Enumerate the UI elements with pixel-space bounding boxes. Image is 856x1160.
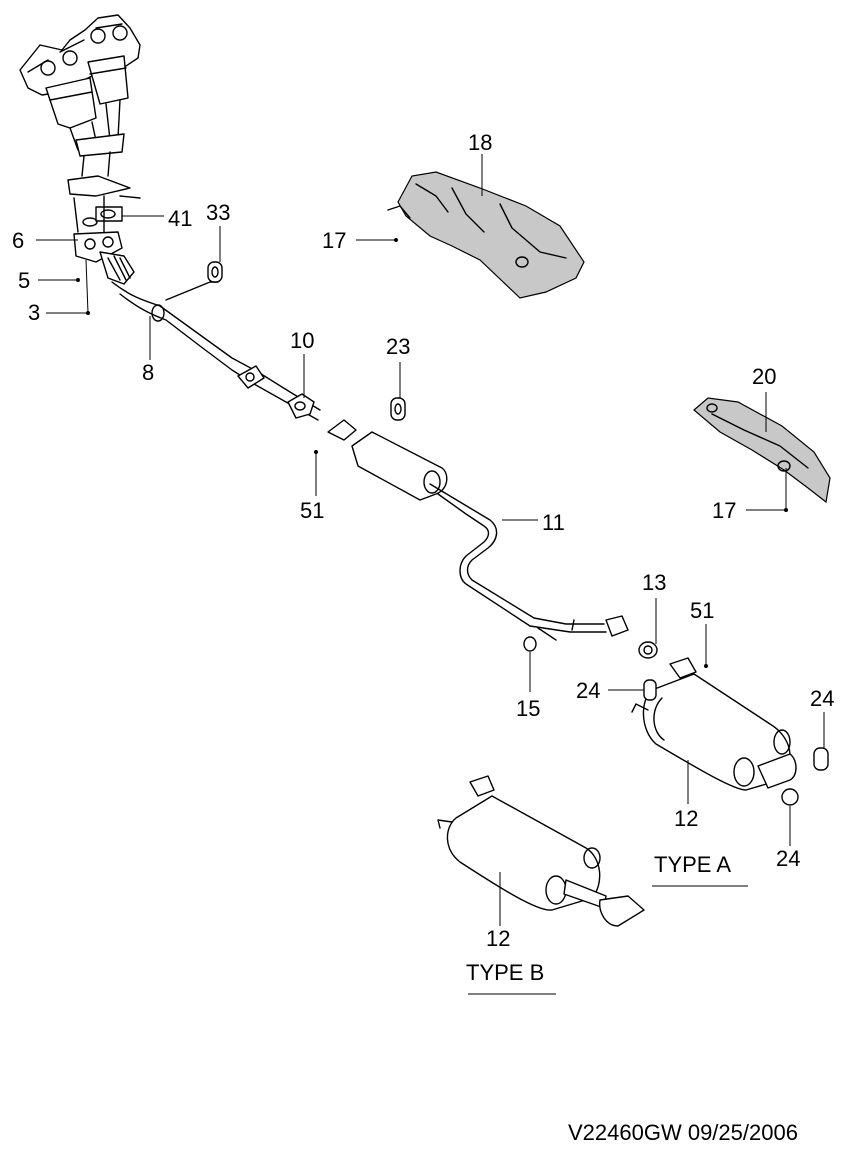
hanger-33 [207,261,223,283]
callout-24-right: 24 [810,686,834,711]
leader-lines [36,154,825,995]
callout-13: 13 [642,570,666,595]
type-a-label: TYPE A [654,852,731,877]
callout-24-lower: 24 [776,846,800,871]
callout-20: 20 [752,364,776,389]
diagram-code-date: V22460GW 09/25/2006 [568,1120,798,1145]
callout-11: 11 [542,510,565,535]
hanger-24-c [781,788,799,806]
callout-labels: 18 17 33 41 6 5 3 8 10 23 51 11 20 17 13… [12,130,834,951]
rear-muffler-type-a [631,657,797,791]
callout-10: 10 [290,328,314,353]
callout-3: 3 [28,300,40,325]
rear-muffler-type-b [437,775,645,927]
callout-8: 8 [142,360,154,385]
callout-17-lower: 17 [712,498,736,523]
callout-15: 15 [516,696,540,721]
center-muffler-pipe [327,419,629,641]
callout-12-type-b: 12 [486,926,510,951]
hanger-24-b [813,747,829,771]
nut-15 [523,636,537,652]
callout-5: 5 [18,268,30,293]
type-b-label: TYPE B [466,960,544,985]
front-pipe [111,281,321,421]
hanger-24-a [643,679,657,701]
gasket-13 [638,641,658,659]
callout-23: 23 [386,334,410,359]
callout-6: 6 [12,228,24,253]
callout-33: 33 [206,200,230,225]
callout-17-upper: 17 [322,228,346,253]
callout-51-rear: 51 [690,598,714,623]
heat-shield-18 [387,171,585,299]
exhaust-manifold-assembly [19,14,141,285]
callout-51-front: 51 [300,498,324,523]
callout-18: 18 [468,130,492,155]
callout-41: 41 [168,206,192,231]
gasket-10 [287,393,315,419]
hanger-23 [390,397,406,421]
callout-24-left: 24 [576,678,600,703]
heat-shield-20 [693,397,831,504]
callout-12-type-a: 12 [674,806,698,831]
